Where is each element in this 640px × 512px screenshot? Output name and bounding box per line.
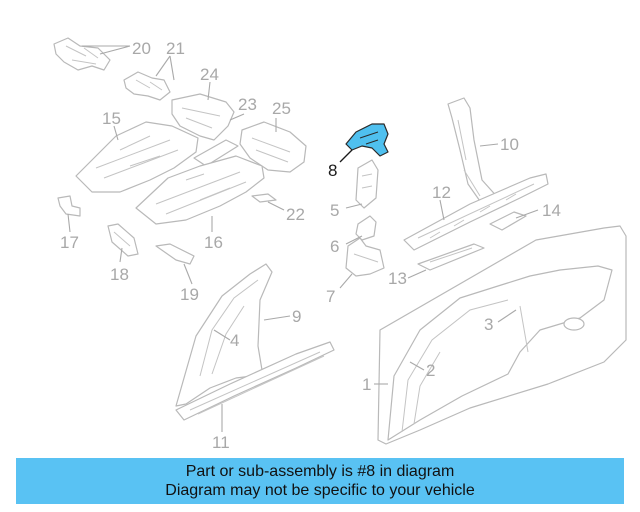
part-16-rear-floor (135, 155, 265, 225)
callout-24: 24 (200, 65, 219, 84)
part-10-pillar-reinforcement (447, 97, 501, 209)
callout-6: 6 (330, 237, 339, 256)
callout-7: 7 (326, 287, 335, 306)
part-6-bracket (355, 215, 377, 241)
part-12-rocker-reinforcement (403, 173, 549, 251)
callout-22: 22 (286, 205, 305, 224)
part-2-3-outer-panel (387, 265, 613, 441)
callout-2: 2 (426, 361, 435, 380)
callout-17: 17 (60, 233, 79, 252)
part-20-bracket (53, 37, 111, 71)
callout-1: 1 (362, 375, 371, 394)
info-banner: Part or sub-assembly is #8 in diagram Di… (16, 458, 624, 504)
part-19-strip (155, 243, 195, 265)
leader-lines (67, 45, 539, 432)
callout-5: 5 (330, 201, 339, 220)
callout-18: 18 (110, 265, 129, 284)
banner-line-disclaimer: Diagram may not be specific to your vehi… (165, 482, 475, 499)
callout-20: 20 (132, 39, 151, 58)
callout-16: 16 (204, 233, 223, 252)
callout-10: 10 (500, 135, 519, 154)
callout-4: 4 (230, 331, 239, 350)
part-22-strip (251, 193, 277, 203)
part-18-reinforcement (107, 223, 139, 257)
part-5-pillar-lower (355, 159, 379, 209)
callout-8-highlighted: 8 (328, 161, 337, 180)
part-9-inner-body-side (175, 263, 273, 407)
callout-11: 11 (212, 433, 230, 452)
callout-13: 13 (388, 269, 407, 288)
part-23-tunnel (193, 139, 239, 167)
callout-14: 14 (542, 201, 561, 220)
callout-12: 12 (432, 183, 451, 202)
part-17-bracket (57, 195, 81, 217)
part-14-bracket (489, 211, 527, 231)
part-7-pillar-base (345, 237, 385, 277)
part-8-highlighted-bracket (345, 123, 389, 157)
part-15-front-floor (75, 121, 199, 193)
banner-line-part-number: Part or sub-assembly is #8 in diagram (185, 463, 455, 480)
callout-23: 23 (238, 95, 257, 114)
part-24-crossmember (171, 93, 235, 141)
callout-19: 19 (180, 285, 199, 304)
callout-21: 21 (166, 39, 185, 58)
part-25-panel (239, 121, 307, 173)
callout-3: 3 (484, 315, 493, 334)
callout-25: 25 (272, 99, 291, 118)
callout-labels: 20 21 24 23 25 15 22 16 17 18 19 8 5 6 7… (60, 39, 561, 452)
callout-9: 9 (292, 307, 301, 326)
part-11-rocker-panel (175, 341, 335, 421)
part-13-rocker-strip (417, 243, 485, 271)
part-21-bracket (123, 71, 171, 101)
parts-diagram: 20 21 24 23 25 15 22 16 17 18 19 8 5 6 7… (53, 37, 627, 452)
callout-15: 15 (102, 109, 121, 128)
